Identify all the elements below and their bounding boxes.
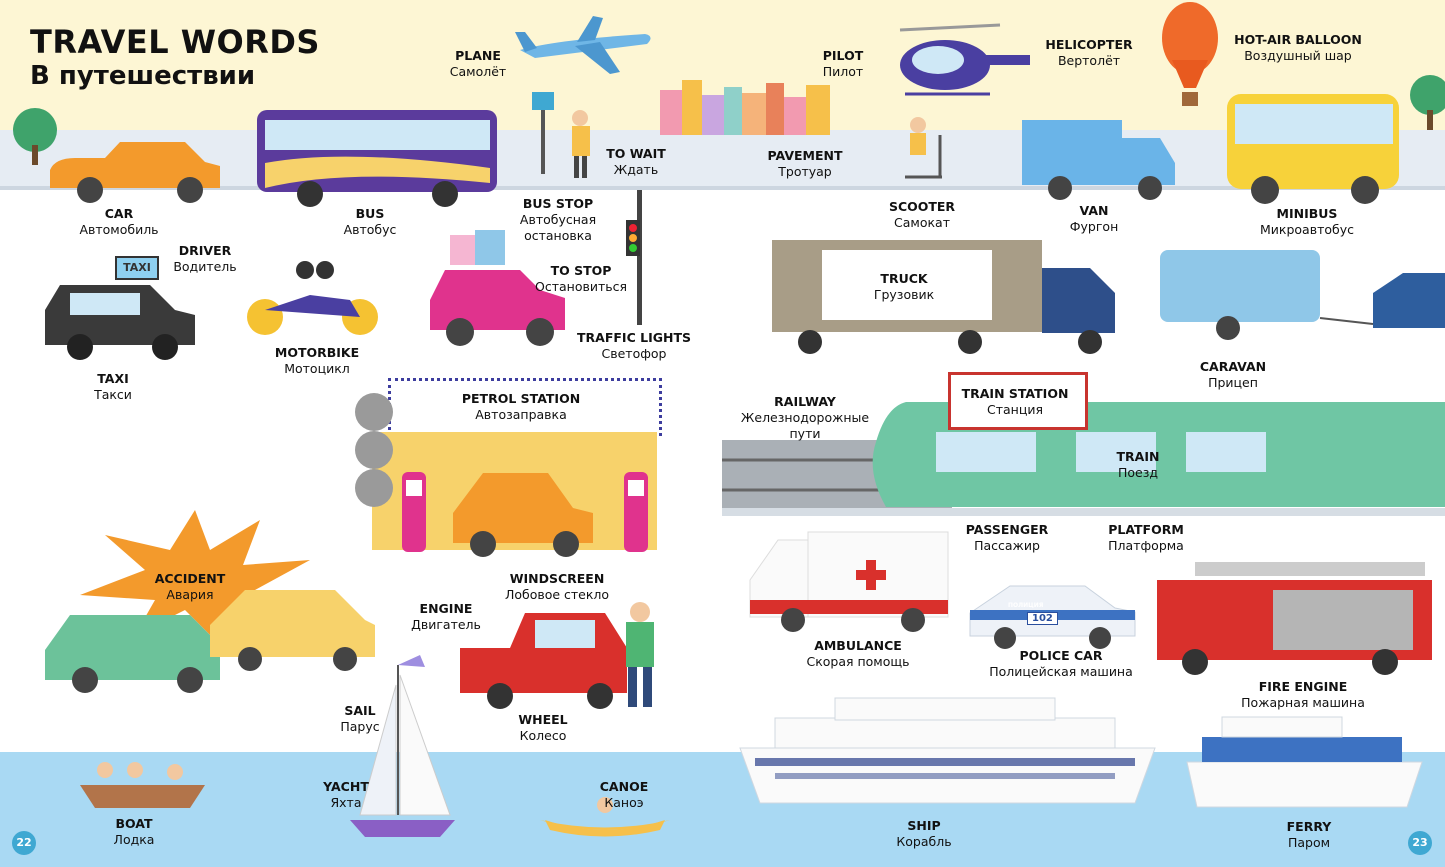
label-plane: PLANE Самолёт — [449, 48, 507, 79]
pink-car-illustration — [430, 230, 565, 346]
fire-engine-illustration — [1157, 562, 1432, 675]
label-balloon: HOT-AIR BALLOON Воздушный шар — [1234, 32, 1362, 63]
curb-line — [0, 186, 1445, 190]
label-sail: SAIL Парус — [340, 703, 380, 734]
label-pavement: PAVEMENT Тротуар — [767, 148, 843, 179]
taxi-illustration — [45, 285, 195, 360]
ferry-illustration — [1186, 716, 1423, 808]
motorbike-illustration — [247, 261, 378, 335]
label-taxi: TAXI Такси — [94, 371, 132, 402]
label-accident: ACCIDENT Авария — [154, 571, 226, 602]
label-train-station: TRAIN STATION Станция — [961, 386, 1069, 417]
label-pilot: PILOT Пилот — [822, 48, 864, 79]
label-platform: PLATFORM Платформа — [1108, 522, 1184, 553]
label-bus: BUS Автобус — [343, 206, 397, 237]
van-illustration — [1022, 120, 1175, 200]
town-buildings — [660, 80, 830, 135]
page-number-right: 23 — [1408, 831, 1432, 855]
title-en: TRAVEL WORDS — [30, 23, 320, 61]
petrol-pump-right — [624, 472, 648, 552]
scooter-illustration — [905, 117, 942, 179]
label-canoe: CANOE Каноэ — [599, 779, 649, 810]
page-title: TRAVEL WORDS В путешествии — [30, 24, 320, 92]
orange-car-petrol — [453, 473, 593, 557]
balloon-illustration — [1162, 2, 1218, 106]
label-ferry: FERRY Паром — [1286, 819, 1332, 850]
label-police-car: POLICE CAR Полицейская машина — [989, 648, 1133, 679]
platform-ground — [722, 508, 1445, 516]
red-car-illustration — [460, 613, 627, 709]
label-to-stop: TO STOP Остановиться — [534, 263, 628, 294]
police-number: 102 — [1027, 612, 1058, 625]
rowing-boat-illustration — [80, 762, 205, 808]
label-helicopter: HELICOPTER Вертолёт — [1045, 37, 1133, 68]
label-fire-engine: FIRE ENGINE Пожарная машина — [1241, 679, 1365, 710]
tree-right — [1410, 75, 1445, 130]
man-phone — [626, 602, 654, 707]
police-sign: ПОЛИЦИЯ — [1008, 602, 1044, 609]
label-wheel: WHEEL Колесо — [518, 712, 568, 743]
label-driver: DRIVER Водитель — [173, 243, 237, 274]
label-bus-stop: BUS STOP Автобусная остановка — [519, 196, 597, 243]
train-station-sign — [948, 372, 1088, 430]
label-van: VAN Фургон — [1069, 203, 1119, 234]
label-railway: RAILWAY Железнодорожные пути — [740, 394, 870, 441]
minibus-illustration — [1227, 94, 1399, 204]
label-to-wait: TO WAIT Ждать — [606, 146, 666, 177]
label-petrol-station: PETROL STATION Автозаправка — [461, 391, 581, 422]
label-scooter: SCOOTER Самокат — [888, 199, 956, 230]
helicopter-illustration — [899, 23, 1030, 96]
page-number-left: 22 — [12, 831, 36, 855]
yacht-illustration — [350, 655, 455, 837]
traffic-lights — [626, 190, 642, 325]
label-ship: SHIP Корабль — [896, 818, 952, 849]
label-truck: TRUCK Грузовик — [873, 271, 935, 302]
title-ru: В путешествии — [30, 61, 256, 91]
label-yacht: YACHT Яхта — [323, 779, 369, 810]
tyre-stack — [355, 393, 393, 507]
canoe-illustration — [540, 797, 670, 837]
label-boat: BOAT Лодка — [113, 816, 155, 847]
road-pavement — [0, 130, 1445, 186]
label-car: CAR Автомобиль — [79, 206, 159, 237]
accident-yellow-car — [210, 590, 375, 671]
taxi-sign: TAXI — [115, 256, 159, 280]
waiting-person — [572, 110, 590, 178]
label-passenger: PASSENGER Пассажир — [965, 522, 1049, 553]
bus-illustration — [257, 110, 497, 207]
label-train: TRAIN Поезд — [1116, 449, 1160, 480]
plane-illustration — [515, 16, 651, 74]
car-illustration — [50, 142, 220, 203]
truck-illustration — [772, 240, 1115, 354]
label-minibus: MINIBUS Микроавтобус — [1260, 206, 1354, 237]
label-motorbike: MOTORBIKE Мотоцикл — [274, 345, 360, 376]
petrol-pump-left — [402, 472, 426, 552]
label-engine: ENGINE Двигатель — [411, 601, 481, 632]
label-windscreen: WINDSCREEN Лобовое стекло — [504, 571, 610, 602]
caravan-illustration — [1160, 250, 1445, 340]
ambulance-illustration — [749, 531, 949, 632]
bus-stop-sign — [532, 92, 554, 174]
tree-left — [13, 108, 57, 165]
ship-illustration — [739, 697, 1156, 804]
accident-green-car — [45, 615, 220, 693]
label-traffic-lights: TRAFFIC LIGHTS Светофор — [577, 330, 691, 361]
label-caravan: CARAVAN Прицеп — [1199, 359, 1267, 390]
label-ambulance: AMBULANCE Скорая помощь — [806, 638, 910, 669]
